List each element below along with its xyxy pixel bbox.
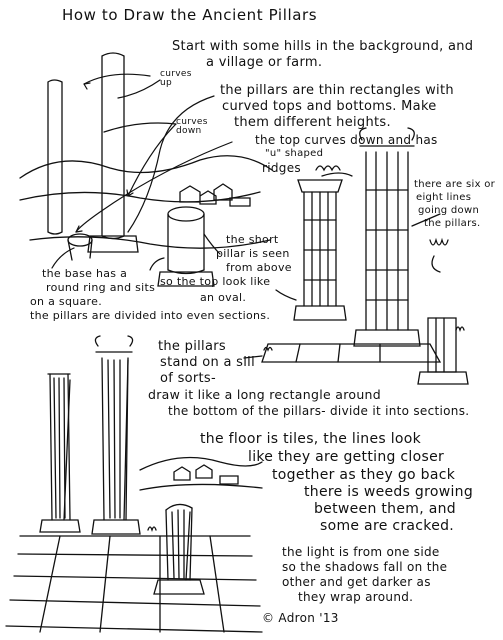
step-short-pillar-line5: an oval. — [200, 291, 247, 304]
sketch-arrows — [51, 73, 233, 271]
step-lines-line2: eight lines — [416, 192, 472, 203]
sketch-short-pillar — [157, 206, 215, 287]
step-lines-line3: going down — [418, 205, 480, 216]
step-sill-line3: of sorts- — [160, 371, 216, 386]
step-short-pillar-line2: pillar is seen — [216, 247, 290, 260]
step-hills-line2: a village or farm. — [206, 55, 323, 70]
step-base-line1: the base has a — [42, 267, 128, 280]
label-curves-down: curves down — [176, 117, 208, 136]
step-floor-line2: like they are getting closer — [248, 449, 445, 465]
step-light-line3: other and get darker as — [282, 575, 431, 589]
sketch-pillars-outline — [19, 52, 273, 261]
step-top-curves-line2: "u" shaped — [265, 148, 324, 159]
step-short-pillar-line4: so the top look like — [160, 275, 271, 288]
step-lines-line1: there are six or — [414, 179, 496, 190]
label-curves-up: curves up — [160, 69, 192, 88]
step-top-curves-line1: the top curves down and has — [255, 133, 438, 147]
page-title: How to Draw the Ancient Pillars — [62, 6, 318, 24]
step-pillars-line1: the pillars are thin rectangles with — [220, 83, 454, 98]
sketch-capital-pillars — [243, 127, 469, 385]
step-base-line2: round ring and sits — [46, 281, 156, 294]
step-base-line3: on a square. — [30, 295, 103, 308]
step-floor-line5: between them, and — [314, 501, 456, 517]
step-sill-line5: the bottom of the pillars- divide it int… — [168, 404, 470, 418]
step-pillars-line2: curved tops and bottoms. Make — [222, 99, 437, 114]
step-sill-line4: draw it like a long rectangle around — [148, 387, 381, 402]
step-hills-line1: Start with some hills in the background,… — [172, 39, 474, 54]
step-sections: the pillars are divided into even sectio… — [30, 309, 271, 322]
step-sill-line2: stand on a sill — [160, 355, 255, 370]
step-light-line2: so the shadows fall on the — [282, 560, 448, 574]
step-floor-line1: the floor is tiles, the lines look — [200, 431, 422, 447]
step-sill-line1: the pillars — [158, 339, 226, 354]
step-floor-line6: some are cracked. — [320, 518, 455, 534]
step-pillars-line3: them different heights. — [234, 115, 391, 130]
step-light-line1: the light is from one side — [282, 545, 440, 559]
step-short-pillar-line1: the short — [226, 233, 279, 246]
step-short-pillar-line3: from above — [226, 261, 292, 274]
step-top-curves-line3: ridges — [262, 161, 301, 175]
copyright-note: © Adron '13 — [262, 611, 339, 625]
step-floor-line4: there is weeds growing — [304, 484, 474, 500]
step-light-line4: they wrap around. — [298, 590, 414, 604]
step-floor-line3: together as they go back — [272, 467, 456, 483]
step-lines-line4: the pillars. — [424, 218, 481, 229]
sketch-finished-drawing — [5, 335, 263, 633]
